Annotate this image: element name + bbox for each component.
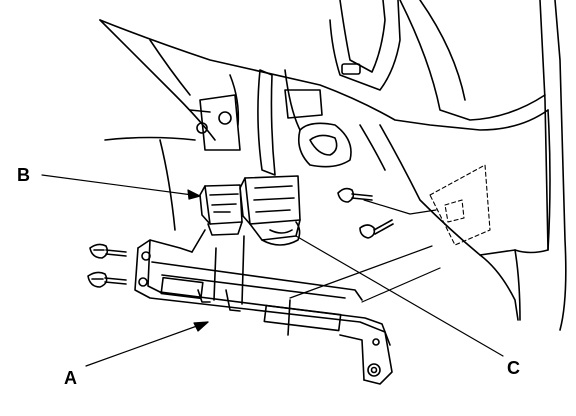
callout-label-a: A [64, 368, 77, 388]
callout-label-c: C [507, 358, 520, 378]
steering-column [104, 69, 352, 231]
bolt-top-right [337, 187, 373, 203]
bolt-left-lower [87, 271, 127, 288]
arrowhead-a [193, 321, 209, 332]
connector-b [199, 184, 243, 236]
leader-line-d [289, 245, 433, 299]
leader-lines [41, 174, 504, 367]
leader-line-a [85, 321, 209, 367]
leader-line-b [41, 174, 201, 197]
leader-line-c [295, 235, 504, 357]
leader-line-f [363, 199, 437, 215]
leader-line-e [361, 267, 441, 303]
connector-c [239, 175, 301, 246]
callout-label-b: B [17, 165, 30, 185]
dashed-outline [429, 164, 491, 246]
fasteners [87, 187, 394, 288]
dashboard-trim-panel [99, 0, 567, 331]
bolt-mid-right [359, 219, 394, 239]
bolt-left-upper [89, 243, 127, 259]
arrowhead-b [187, 189, 201, 200]
mounting-bracket-a [134, 229, 393, 385]
